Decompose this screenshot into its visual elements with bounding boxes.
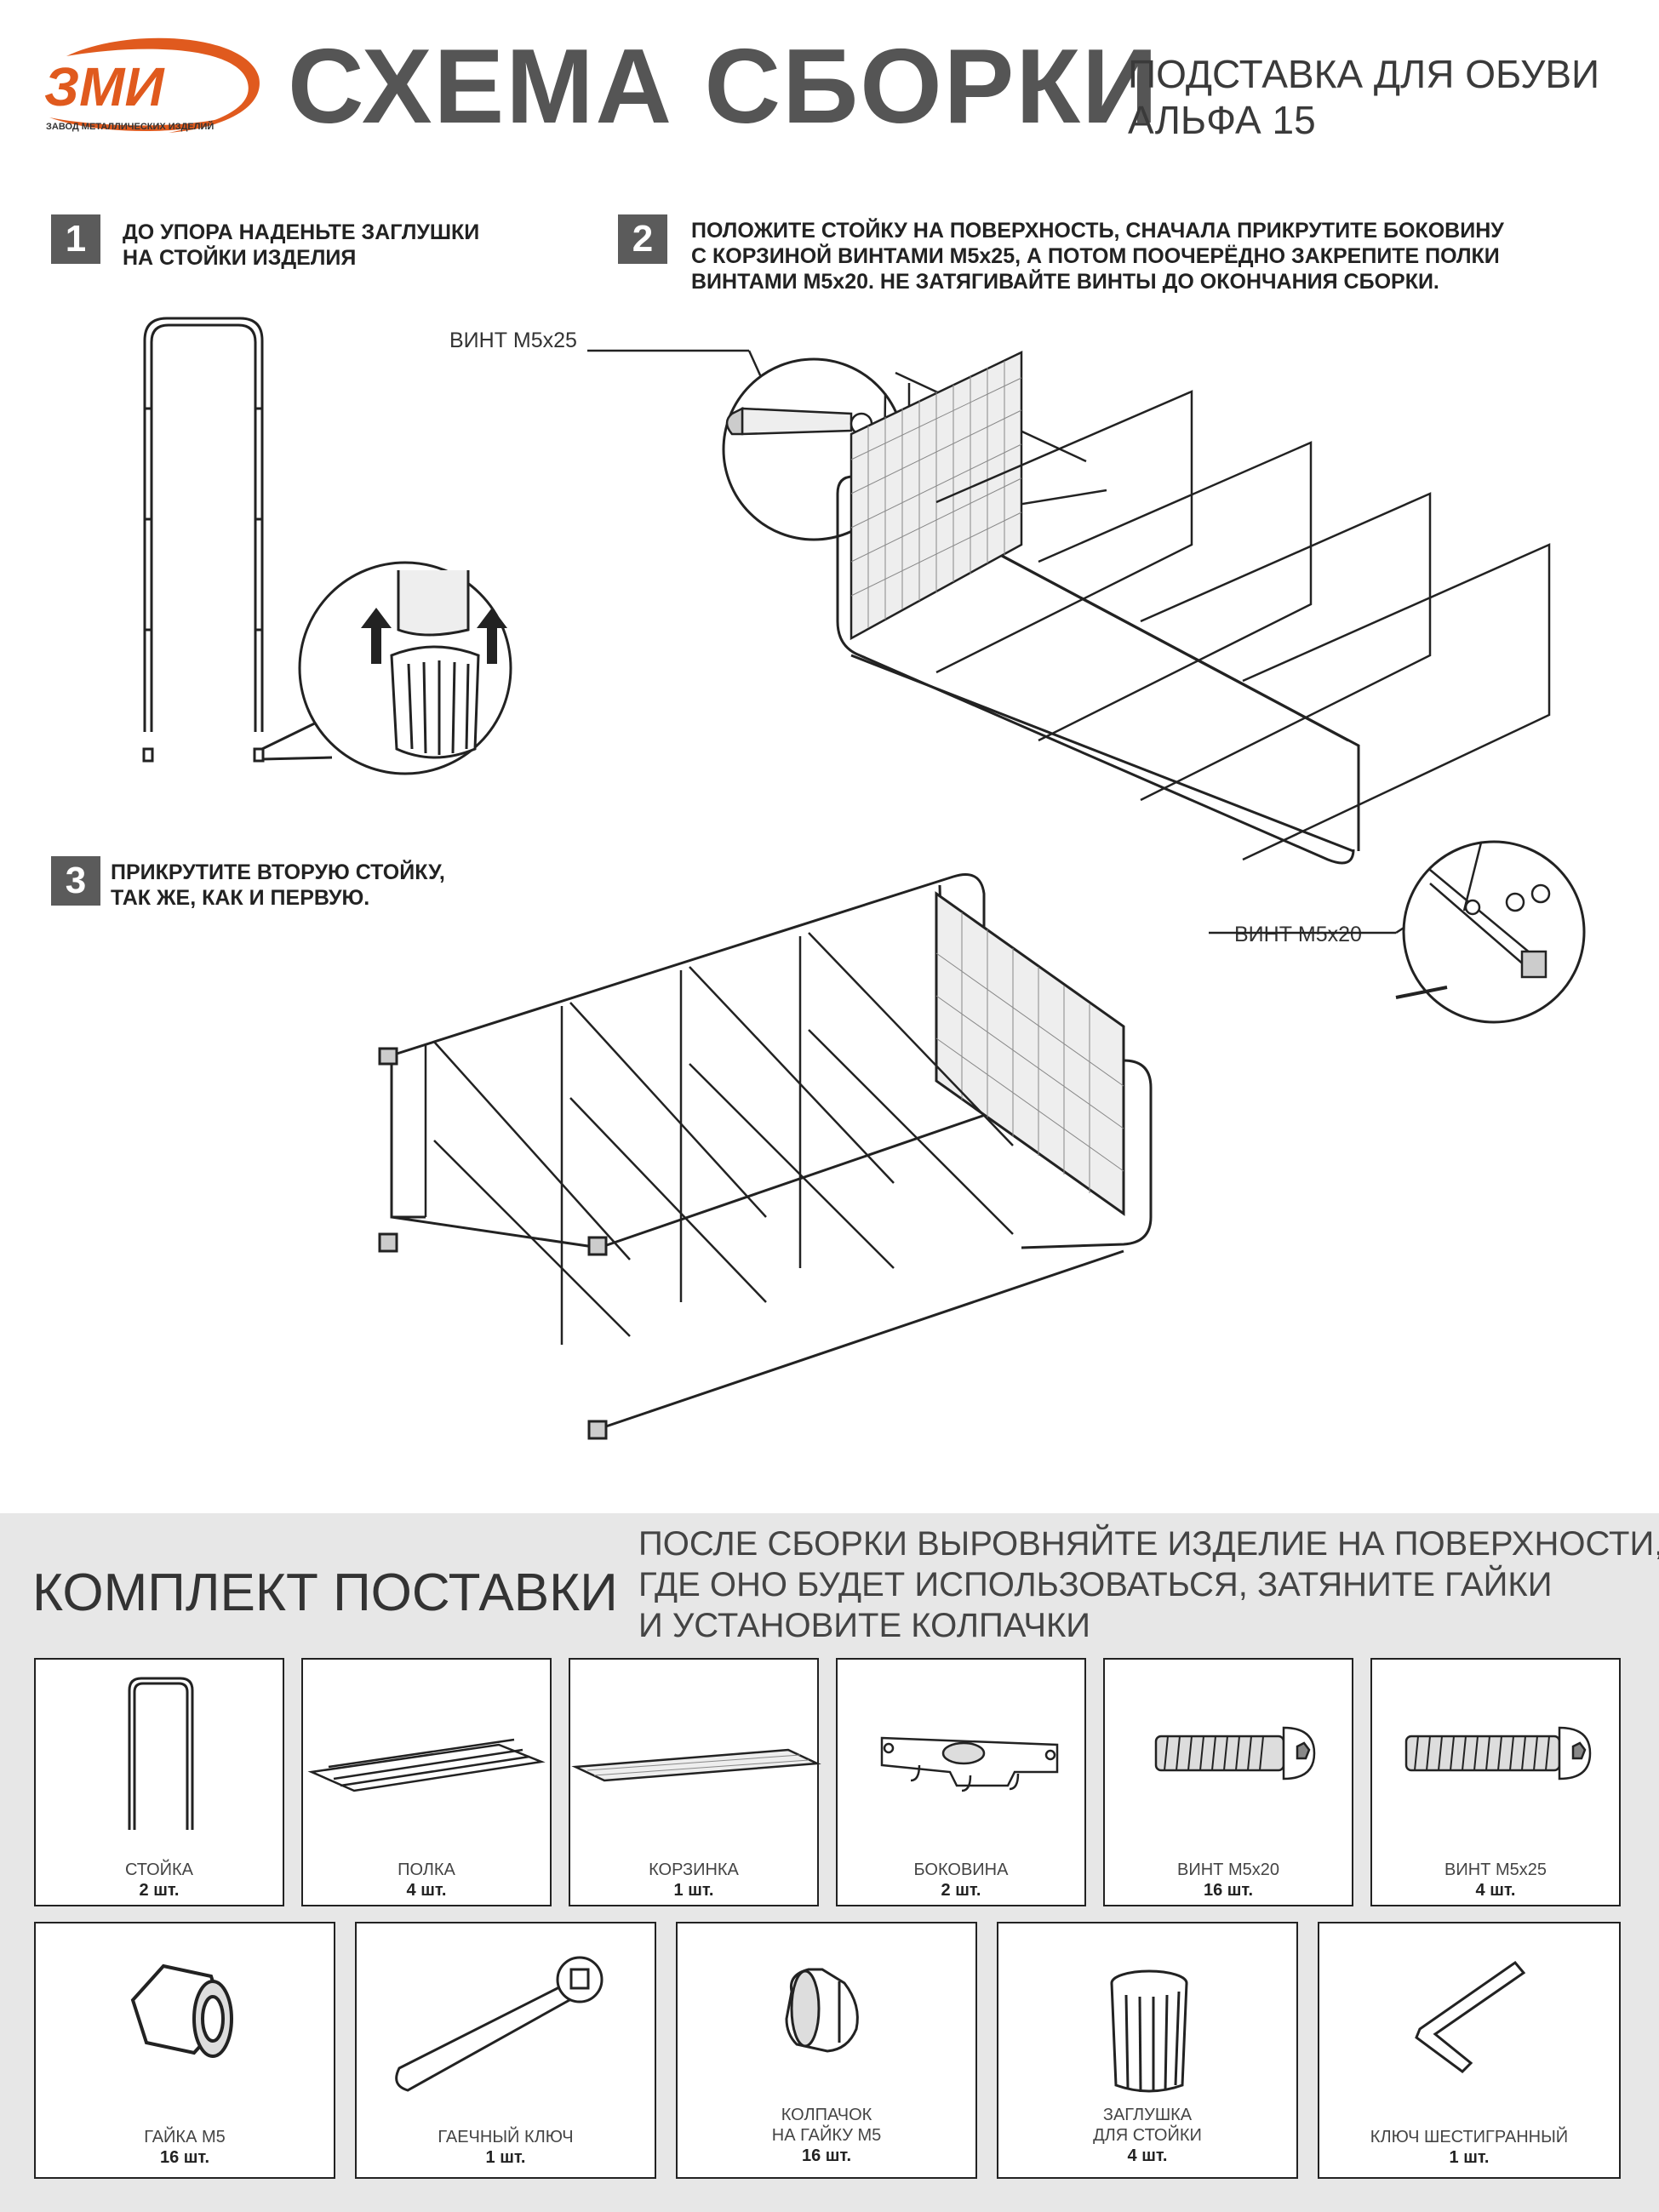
plug-detail-magnifier (298, 561, 512, 775)
step-2-line3: ВИНТАМИ М5х20. НЕ ЗАТЯГИВАЙТЕ ВИНТЫ ДО О… (691, 270, 1439, 294)
kit-item-name: БОКОВИНА (913, 1860, 1009, 1879)
kit-title: КОМПЛЕКТ ПОСТАВКИ (32, 1563, 618, 1622)
kit-item-hex-key: КЛЮЧ ШЕСТИГРАННЫЙ 1 шт. (1318, 1922, 1621, 2179)
shelf-icon (307, 1738, 546, 1792)
leg-plug-icon (1110, 1969, 1188, 2093)
step-2-line1: ПОЛОЖИТЕ СТОЙКУ НА ПОВЕРХНОСТЬ, СНАЧАЛА … (691, 219, 1504, 243)
kit-item-name-line2: ДЛЯ СТОЙКИ (1093, 2126, 1202, 2145)
nut-icon (130, 1963, 233, 2058)
kit-item-side-panel: БОКОВИНА 2 шт. (836, 1658, 1086, 1906)
step-2-illustration (587, 349, 1586, 1024)
product-name-line1: ПОДСТАВКА ДЛЯ ОБУВИ (1128, 52, 1600, 96)
screw-m5x25-icon (1404, 1726, 1592, 1780)
step-3-text: ПРИКРУТИТЕ ВТОРУЮ СТОЙКУ, ТАК ЖЕ, КАК И … (111, 860, 445, 911)
product-name: ПОДСТАВКА ДЛЯ ОБУВИ АЛЬФА 15 (1128, 51, 1599, 143)
step-3-line1: ПРИКРУТИТЕ ВТОРУЮ СТОЙКУ, (111, 860, 445, 884)
kit-item-qty: 2 шт. (941, 1881, 981, 1900)
step-1-line1: ДО УПОРА НАДЕНЬТЕ ЗАГЛУШКИ (123, 220, 480, 244)
upright-frame-drawing (142, 317, 333, 763)
kit-item-screw-m5x20: ВИНТ М5х20 16 шт. (1103, 1658, 1353, 1906)
kit-item-name: СТОЙКА (124, 1860, 194, 1879)
kit-item-qty: 1 шт. (673, 1881, 714, 1900)
step-1-text: ДО УПОРА НАДЕНЬТЕ ЗАГЛУШКИ НА СТОЙКИ ИЗД… (123, 220, 479, 271)
page-title: СХЕМА СБОРКИ (288, 28, 1160, 146)
nut-cap-icon (785, 1968, 859, 2053)
kit-item-wrench: ГАЕЧНЫЙ КЛЮЧ 1 шт. (355, 1922, 656, 2179)
logo-subtext: ЗАВОД МЕТАЛЛИЧЕСКИХ ИЗДЕЛИЙ (46, 121, 214, 132)
after-assembly-line2: ГДЕ ОНО БУДЕТ ИСПОЛЬЗОВАТЬСЯ, ЗАТЯНИТЕ Г… (638, 1566, 1553, 1603)
product-name-line2: АЛЬФА 15 (1128, 98, 1316, 142)
brand-logo: ЗМИ ЗАВОД МЕТАЛЛИЧЕСКИХ ИЗДЕЛИЙ (44, 37, 260, 133)
basket-icon (571, 1748, 821, 1782)
callout-screw-m5x20: ВИНТ М5х20 (1234, 923, 1362, 946)
kit-item-basket: КОРЗИНКА 1 шт. (569, 1658, 821, 1906)
kit-item-qty: 2 шт. (139, 1881, 180, 1900)
kit-item-qty: 4 шт. (1127, 2146, 1168, 2165)
step-3-line2: ТАК ЖЕ, КАК И ПЕРВУЮ. (111, 886, 370, 910)
step-1-number: 1 (51, 214, 100, 264)
step-1-line2: НА СТОЙКИ ИЗДЕЛИЯ (123, 246, 357, 270)
kit-item-qty: 4 шт. (406, 1881, 447, 1900)
after-assembly-line1: ПОСЛЕ СБОРКИ ВЫРОВНЯЙТЕ ИЗДЕЛИЕ НА ПОВЕР… (638, 1525, 1659, 1563)
kit-item-name: ЗАГЛУШКА (1102, 2106, 1193, 2124)
kit-item-qty: 16 шт. (801, 2146, 852, 2165)
kit-item-nut: ГАЙКА М5 16 шт. (34, 1922, 335, 2179)
kit-item-name-line2: НА ГАЙКУ М5 (771, 2126, 882, 2145)
kit-item-qty: 1 шт. (1449, 2148, 1490, 2167)
wrench-icon (395, 1956, 604, 2092)
kit-item-qty: 16 шт. (1203, 1881, 1254, 1900)
step-3-number: 3 (51, 856, 100, 906)
kit-item-nut-cap: КОЛПАЧОК НА ГАЙКУ М5 16 шт. (676, 1922, 977, 2179)
kit-item-name: ВИНТ М5х20 (1177, 1860, 1279, 1879)
step-1-illustration (142, 317, 512, 775)
kit-item-name: ГАЕЧНЫЙ КЛЮЧ (438, 2128, 574, 2146)
step-2-text: ПОЛОЖИТЕ СТОЙКУ НА ПОВЕРХНОСТЬ, СНАЧАЛА … (691, 218, 1504, 294)
kit-item-leg-plug: ЗАГЛУШКА ДЛЯ СТОЙКИ 4 шт. (997, 1922, 1298, 2179)
logo-text: ЗМИ (44, 56, 165, 117)
screw-m5x20-detail-magnifier (1402, 840, 1586, 1024)
kit-item-qty: 4 шт. (1475, 1881, 1516, 1900)
screw-m5x20-icon (1154, 1726, 1316, 1780)
kit-item-qty: 16 шт. (159, 2148, 210, 2167)
kit-item-name: ГАЙКА М5 (144, 2128, 226, 2146)
callout-screw-m5x25: ВИНТ М5х25 (449, 329, 577, 352)
kit-item-name: КЛЮЧ ШЕСТИГРАННЫЙ (1370, 2128, 1569, 2146)
after-assembly-line3: И УСТАНОВИТЕ КОЛПАЧКИ (638, 1607, 1091, 1644)
kit-item-shelf: ПОЛКА 4 шт. (301, 1658, 552, 1906)
side-panel-icon (880, 1736, 1059, 1792)
after-assembly-note: ПОСЛЕ СБОРКИ ВЫРОВНЯЙТЕ ИЗДЕЛИЕ НА ПОВЕР… (638, 1523, 1659, 1646)
kit-item-upright: СТОЙКА 2 шт. (34, 1658, 284, 1906)
step-3-illustration (378, 873, 1153, 1440)
kit-item-name: КОРЗИНКА (649, 1860, 739, 1879)
step-2-line2: С КОРЗИНОЙ ВИНТАМИ М5х25, А ПОТОМ ПООЧЕР… (691, 244, 1500, 268)
step-2-number: 2 (618, 214, 667, 264)
upright-frame-icon (128, 1677, 194, 1830)
kit-item-name: КОЛПАЧОК (781, 2106, 872, 2124)
kit-item-name: ПОЛКА (398, 1860, 455, 1879)
kit-item-qty: 1 шт. (485, 2148, 526, 2167)
kit-item-name: ВИНТ М5х25 (1444, 1860, 1547, 1879)
kit-item-screw-m5x25: ВИНТ М5х25 4 шт. (1370, 1658, 1621, 1906)
hex-key-icon (1415, 1960, 1526, 2073)
